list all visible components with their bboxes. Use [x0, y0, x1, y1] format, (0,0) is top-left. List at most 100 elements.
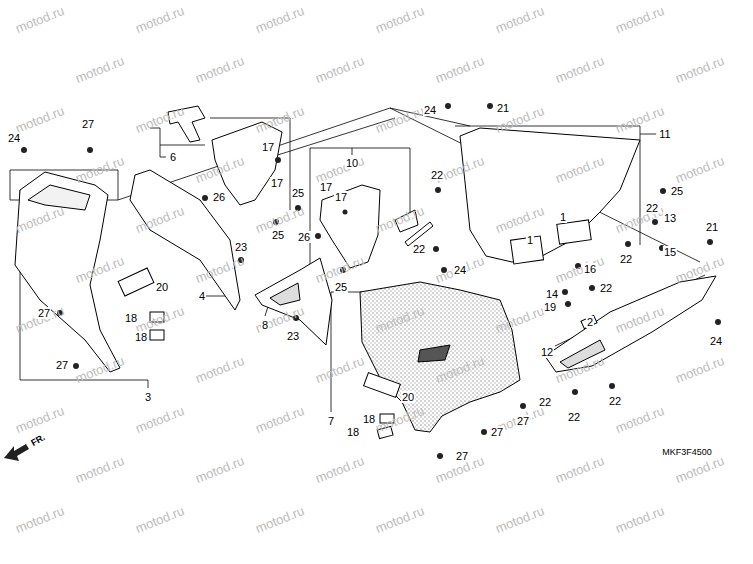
callout-number: 20: [155, 281, 169, 293]
callout-number: 27: [455, 450, 469, 462]
watermark: motod.ru: [194, 54, 247, 86]
callout-number: 18: [134, 331, 148, 343]
callout-number: 24: [423, 104, 437, 116]
callout-number: 17: [334, 191, 348, 203]
watermark: motod.ru: [374, 304, 427, 336]
callout-number: 17: [319, 181, 333, 193]
callout-number: 27: [81, 118, 95, 130]
watermark: motod.ru: [134, 504, 187, 536]
watermark: motod.ru: [494, 204, 547, 236]
callout-number: 25: [670, 185, 684, 197]
callout-number: 18: [124, 312, 138, 324]
watermark: motod.ru: [674, 54, 727, 86]
watermark: motod.ru: [614, 504, 667, 536]
watermark: motod.ru: [14, 104, 67, 136]
callout-number: 23: [234, 241, 248, 253]
watermark: motod.ru: [14, 504, 67, 536]
watermark: motod.ru: [674, 154, 727, 186]
watermark: motod.ru: [194, 154, 247, 186]
watermark: motod.ru: [14, 4, 67, 36]
callout-number: 24: [7, 132, 21, 144]
callout-number: 27: [55, 359, 69, 371]
watermark: motod.ru: [74, 354, 127, 386]
watermark: motod.ru: [674, 354, 727, 386]
callout-number: 21: [496, 102, 510, 114]
callout-number: 10: [345, 157, 359, 169]
callout-number: 22: [619, 253, 633, 265]
callout-number: 22: [645, 202, 659, 214]
watermark: motod.ru: [554, 454, 607, 486]
callout-number: 25: [271, 229, 285, 241]
watermark: motod.ru: [194, 354, 247, 386]
callout-number: 21: [705, 221, 719, 233]
callout-number: 19: [543, 301, 557, 313]
callout-number: 24: [709, 335, 723, 347]
watermark: motod.ru: [254, 104, 307, 136]
watermark: motod.ru: [674, 254, 727, 286]
callout-number: 15: [663, 246, 677, 258]
callout-number: 12: [540, 346, 554, 358]
watermark: motod.ru: [74, 254, 127, 286]
callout-number: 22: [430, 169, 444, 181]
watermark: motod.ru: [194, 254, 247, 286]
callout-number: 4: [198, 290, 206, 302]
watermark: motod.ru: [134, 204, 187, 236]
diagram-code: MKF3F4500: [661, 447, 713, 458]
watermark: motod.ru: [674, 454, 727, 486]
callout-number: 22: [599, 282, 613, 294]
callout-number: 3: [144, 391, 152, 403]
callout-number: 27: [37, 307, 51, 319]
watermark: motod.ru: [134, 4, 187, 36]
callout-number: 27: [516, 415, 530, 427]
watermark: motod.ru: [74, 154, 127, 186]
callout-number: 17: [270, 177, 284, 189]
callout-number: 18: [346, 426, 360, 438]
watermark: motod.ru: [194, 454, 247, 486]
watermark: motod.ru: [74, 54, 127, 86]
watermark: motod.ru: [434, 54, 487, 86]
watermark: motod.ru: [554, 354, 607, 386]
callout-number: 22: [567, 411, 581, 423]
watermark: motod.ru: [494, 4, 547, 36]
watermark: motod.ru: [614, 4, 667, 36]
watermark: motod.ru: [494, 304, 547, 336]
callout-number: 8: [261, 319, 269, 331]
watermark: motod.ru: [74, 454, 127, 486]
callout-number: 22: [538, 396, 552, 408]
callout-number: 22: [412, 243, 426, 255]
callout-number: 25: [334, 281, 348, 293]
watermark: motod.ru: [374, 104, 427, 136]
watermark: motod.ru: [314, 354, 367, 386]
callout-number: 27: [490, 426, 504, 438]
callout-number: 6: [169, 151, 177, 163]
callout-number: 22: [608, 395, 622, 407]
front-direction-label: FR.: [29, 432, 47, 448]
watermark: motod.ru: [314, 54, 367, 86]
callout-number: 1: [526, 234, 534, 246]
callout-number: 13: [663, 212, 677, 224]
callout-number: 11: [658, 128, 671, 140]
callout-number: 2: [586, 316, 594, 328]
watermark: motod.ru: [134, 104, 187, 136]
callout-number: 16: [583, 263, 597, 275]
watermark: motod.ru: [134, 404, 187, 436]
callout-number: 1: [559, 211, 567, 223]
watermark: motod.ru: [254, 504, 307, 536]
watermark: motod.ru: [374, 504, 427, 536]
watermark: motod.ru: [314, 454, 367, 486]
callout-number: 17: [261, 141, 275, 153]
watermark: motod.ru: [374, 4, 427, 36]
watermark: motod.ru: [614, 404, 667, 436]
watermark: motod.ru: [254, 4, 307, 36]
callout-number: 23: [286, 330, 300, 342]
watermark: motod.ru: [14, 204, 67, 236]
callout-number: 20: [401, 391, 415, 403]
callout-number: 26: [297, 231, 311, 243]
watermark: motod.ru: [554, 54, 607, 86]
watermark: motod.ru: [494, 504, 547, 536]
callout-number: 14: [545, 288, 559, 300]
watermark: motod.ru: [614, 304, 667, 336]
callout-number: 25: [291, 187, 305, 199]
callout-number: 24: [453, 264, 467, 276]
